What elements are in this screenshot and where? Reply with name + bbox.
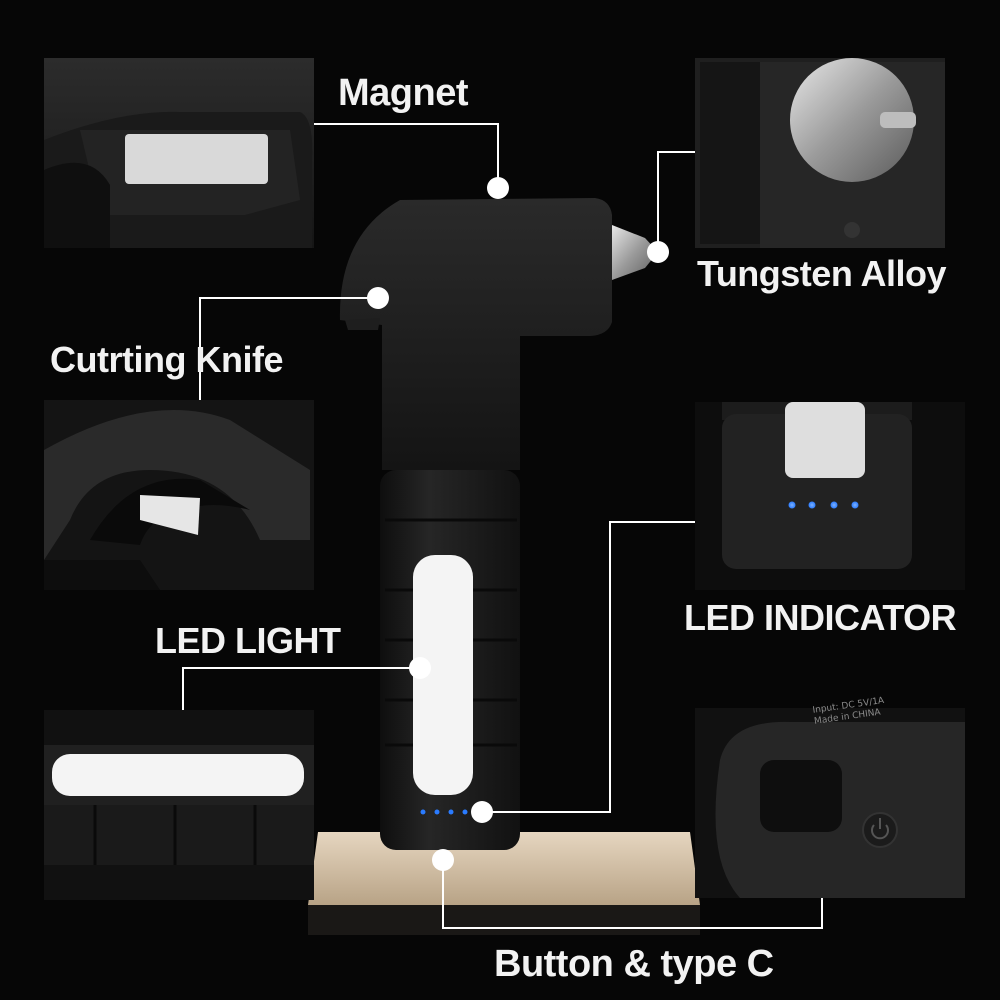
led-indicator-leader [482, 521, 695, 813]
indicator-dot [788, 501, 796, 509]
tungsten-tip [612, 225, 658, 280]
inset-knife [44, 400, 314, 590]
marker-tungsten [647, 241, 669, 263]
callout-markers [367, 177, 669, 871]
led-indicator-label: LED INDICATOR [684, 597, 957, 638]
cutting-knife-label: Cutrting Knife [50, 339, 283, 380]
knife-leader [199, 297, 378, 400]
led-bar [52, 754, 304, 796]
indicator-dot [808, 501, 816, 509]
indicator-dot [851, 501, 859, 509]
wooden-stand [308, 832, 700, 935]
tungsten-cone [790, 58, 914, 182]
led-light-leader [182, 667, 420, 710]
tungsten-alloy-label: Tungsten Alloy [697, 253, 947, 294]
inset-led-light [44, 710, 314, 900]
inset-button-typec [695, 708, 965, 898]
indicator-dot [462, 809, 468, 815]
knife-blade [140, 495, 200, 535]
callout-lines [182, 123, 823, 929]
tungsten-leader [657, 151, 695, 252]
marker-led-light [409, 657, 431, 679]
magnet-plate [125, 134, 268, 184]
marker-magnet [487, 177, 509, 199]
marker-knife [367, 287, 389, 309]
inset-led-indicator [695, 402, 965, 590]
magnet-leader [314, 123, 499, 188]
indicator-dot [434, 809, 440, 815]
inset-magnet [44, 58, 314, 248]
magnet-label: Magnet [338, 72, 469, 114]
type-c-port [760, 760, 842, 832]
indicator-dot [420, 809, 426, 815]
marker-led-indicator [471, 801, 493, 823]
button-type-c-label: Button & type C [494, 943, 774, 985]
power-icon [862, 812, 898, 848]
marker-button [432, 849, 454, 871]
inset-tungsten [695, 58, 945, 248]
led-light-label: LED LIGHT [155, 620, 341, 661]
safety-hammer [339, 198, 658, 850]
indicator-dot [448, 809, 454, 815]
button-leader [442, 860, 823, 929]
led-strip [785, 402, 865, 478]
indicator-dot [830, 501, 838, 509]
led-light-strip [413, 555, 473, 795]
